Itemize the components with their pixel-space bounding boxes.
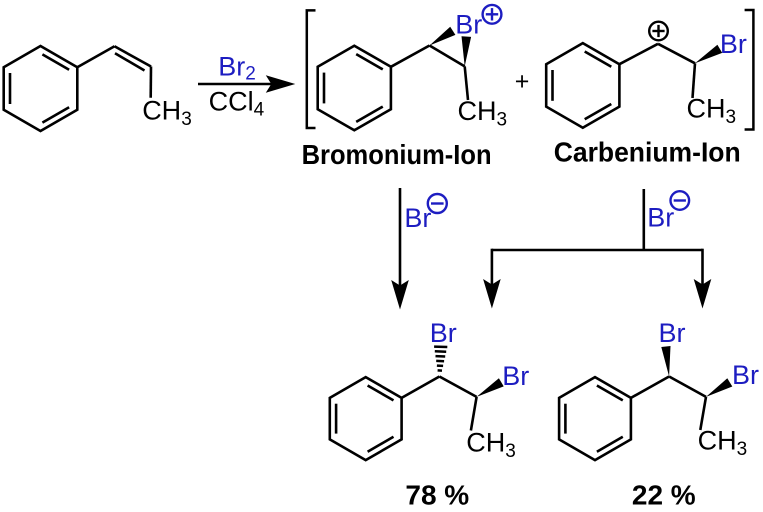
svg-text:CCl4: CCl4 [209, 87, 265, 121]
svg-text:78 %: 78 % [405, 479, 469, 510]
svg-text:Br: Br [732, 360, 759, 390]
svg-text:Br: Br [455, 10, 482, 40]
svg-text:Br: Br [720, 29, 747, 59]
svg-text:Br: Br [659, 318, 686, 348]
svg-text:Br2: Br2 [218, 51, 256, 84]
svg-text:CH3: CH3 [698, 426, 748, 461]
svg-text:Br: Br [404, 203, 431, 233]
svg-text:CH3: CH3 [458, 96, 508, 131]
svg-text:Br: Br [647, 203, 674, 233]
svg-text:Br: Br [502, 361, 529, 391]
svg-text:Carbenium-Ion: Carbenium-Ion [554, 136, 741, 167]
svg-text:Bromonium-Ion: Bromonium-Ion [302, 139, 492, 170]
svg-text:CH3: CH3 [687, 94, 737, 129]
svg-text:Br: Br [430, 318, 457, 348]
svg-text:+: + [515, 68, 530, 96]
svg-text:CH3: CH3 [142, 96, 192, 131]
svg-text:22 %: 22 % [632, 479, 696, 510]
svg-text:CH3: CH3 [466, 427, 516, 462]
